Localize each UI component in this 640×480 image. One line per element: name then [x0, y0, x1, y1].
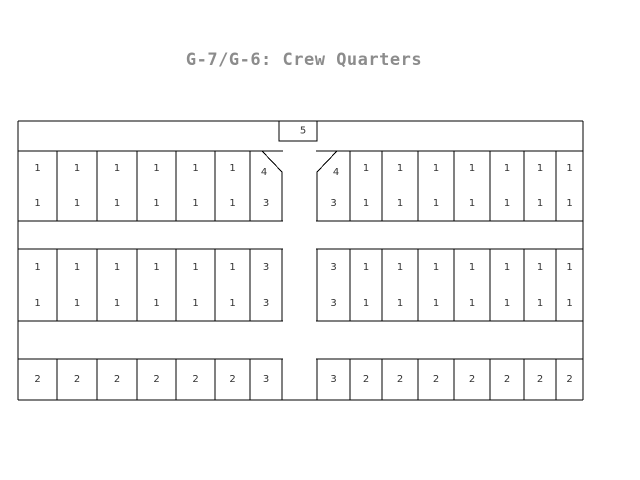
room-label-r2-R8: 1 [566, 262, 572, 273]
room-label-r4-L3: 2 [114, 374, 120, 385]
room-label-r2-L6: 1 [229, 262, 235, 273]
room-label-r3-L2: 1 [74, 298, 80, 309]
room-label-r2-L2: 1 [74, 262, 80, 273]
room-label-r3-R5: 1 [469, 298, 475, 309]
room-label-r4-R5: 2 [469, 374, 475, 385]
room-label-r1-R2: 1 [363, 198, 369, 209]
room-label-r3-R3: 1 [397, 298, 403, 309]
room-label-r2-R5: 1 [469, 262, 475, 273]
room-label-r4-L4: 2 [153, 374, 159, 385]
room-label-r0-L4: 1 [153, 163, 159, 174]
chamfer-wall [261, 150, 283, 186]
room-label-r4-R8: 2 [566, 374, 572, 385]
room-label-r0-R6: 1 [504, 163, 510, 174]
room-label-top-room: 5 [300, 126, 306, 137]
page-title: G-7/G-6: Crew Quarters [185, 50, 423, 70]
room-label-r4-R2: 2 [363, 374, 369, 385]
room-label-r4-R4: 2 [433, 374, 439, 385]
room-label-r1-L6: 1 [229, 198, 235, 209]
top-room-box [278, 120, 318, 142]
room-label-r1-R1: 3 [330, 198, 336, 209]
room-label-r3-R7: 1 [537, 298, 543, 309]
room-label-r1-R4: 1 [433, 198, 439, 209]
room-label-r2-L1: 1 [34, 262, 40, 273]
room-label-r4-L1: 2 [34, 374, 40, 385]
room-label-r0-L2: 1 [74, 163, 80, 174]
room-label-r2-L5: 1 [192, 262, 198, 273]
rooms-layer [18, 149, 583, 402]
room-label-r0-L6: 1 [229, 163, 235, 174]
room-label-r3-R2: 1 [363, 298, 369, 309]
room-label-r0-R4: 1 [433, 163, 439, 174]
room-label-r1-R7: 1 [537, 198, 543, 209]
room-label-r0-R2: 1 [363, 163, 369, 174]
room-label-r2-R3: 1 [397, 262, 403, 273]
room-label-r1-L5: 1 [192, 198, 198, 209]
top-room [278, 120, 318, 142]
room-label-r3-L1: 1 [34, 298, 40, 309]
room-label-r0-R7: 1 [537, 163, 543, 174]
room-label-r2-R1: 3 [330, 262, 336, 273]
room-label-r0-L7: 4 [261, 167, 267, 178]
room-label-r2-R2: 1 [363, 262, 369, 273]
chamfer-wall [316, 150, 338, 186]
labels-layer: 1 1 1 1 1 1 4 4 1 1 1 1 1 1 1 1 1 1 1 1 1 3 3 1 1 1 1 1 1 1 1 1 1 1 1 1 3 3 1 1… [34, 126, 572, 386]
room-label-r2-R6: 1 [504, 262, 510, 273]
room-label-r0-L3: 1 [114, 163, 120, 174]
room-label-r1-L3: 1 [114, 198, 120, 209]
room-label-r2-L4: 1 [153, 262, 159, 273]
room-label-r3-R1: 3 [330, 298, 336, 309]
room-label-r4-R3: 2 [397, 374, 403, 385]
room-label-r4-R1: 3 [330, 374, 336, 385]
room-label-r1-R5: 1 [469, 198, 475, 209]
room-label-r3-L7: 3 [263, 298, 269, 309]
room-label-r2-R7: 1 [537, 262, 543, 273]
room-label-r1-R8: 1 [566, 198, 572, 209]
room-label-r0-R8: 1 [566, 163, 572, 174]
room-label-r4-L2: 2 [74, 374, 80, 385]
room-label-r3-R8: 1 [566, 298, 572, 309]
room-label-r3-L5: 1 [192, 298, 198, 309]
room-label-r0-R1: 4 [333, 167, 339, 178]
room-label-r3-R6: 1 [504, 298, 510, 309]
room-label-r1-R3: 1 [397, 198, 403, 209]
room-label-r2-R4: 1 [433, 262, 439, 273]
room-label-r3-L4: 1 [153, 298, 159, 309]
room-label-r0-L1: 1 [34, 163, 40, 174]
room-label-r4-L7: 3 [263, 374, 269, 385]
room-label-r3-L3: 1 [114, 298, 120, 309]
room-label-r4-R7: 2 [537, 374, 543, 385]
room-label-r1-R6: 1 [504, 198, 510, 209]
room-label-r1-L1: 1 [34, 198, 40, 209]
room-label-r1-L7: 3 [263, 198, 269, 209]
room-label-r0-L5: 1 [192, 163, 198, 174]
room-label-r0-R3: 1 [397, 163, 403, 174]
room-label-r4-R6: 2 [504, 374, 510, 385]
room-label-r3-L6: 1 [229, 298, 235, 309]
room-label-r4-L6: 2 [229, 374, 235, 385]
room-label-r1-L4: 1 [153, 198, 159, 209]
room-label-r4-L5: 2 [192, 374, 198, 385]
room-label-r1-L2: 1 [74, 198, 80, 209]
room-label-r2-L3: 1 [114, 262, 120, 273]
room-label-r0-R5: 1 [469, 163, 475, 174]
room-label-r2-L7: 3 [263, 262, 269, 273]
room-label-r3-R4: 1 [433, 298, 439, 309]
